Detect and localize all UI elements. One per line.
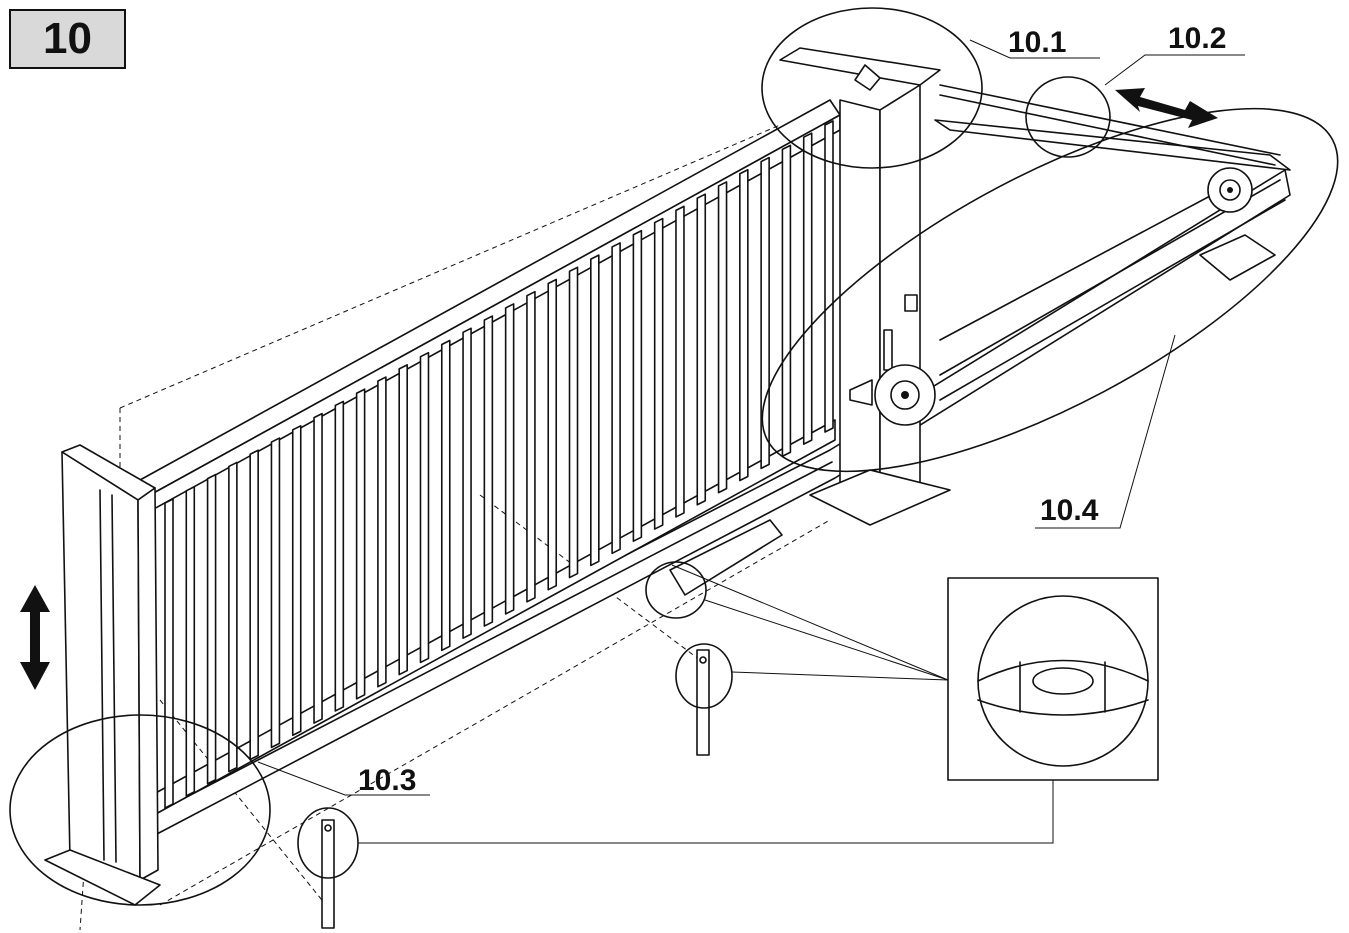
- gate-bar: [653, 217, 664, 530]
- gate-bar: [249, 449, 259, 761]
- gate-bar: [802, 132, 813, 445]
- gate-bar: [462, 327, 472, 639]
- gate-bar: [228, 461, 238, 773]
- step-number-box: 10: [9, 9, 126, 69]
- horizontal-double-arrow-icon: [1115, 88, 1218, 128]
- gate-bar: [185, 486, 196, 797]
- gate-bar: [696, 193, 707, 506]
- gate-leaf: [139, 99, 841, 816]
- gate-bar: [568, 266, 579, 579]
- motor-unit-front: [849, 364, 936, 426]
- gate-bar: [717, 181, 728, 494]
- gate-bar: [291, 425, 302, 737]
- vertical-double-arrow-icon: [20, 585, 50, 690]
- gate-bar: [377, 376, 387, 688]
- gate-bar: [355, 388, 366, 700]
- gate-bar: [419, 351, 430, 664]
- callout-10-2: 10.2: [1168, 22, 1226, 55]
- gate-bar: [526, 290, 536, 603]
- gate-bar: [547, 278, 558, 591]
- callout-10-1: 10.1: [1008, 26, 1066, 59]
- gate-bar: [781, 144, 792, 458]
- step-number: 10: [43, 14, 92, 63]
- gate-bar: [334, 400, 345, 712]
- gate-bar: [313, 412, 323, 724]
- gate-bar: [632, 229, 643, 542]
- gate-bar: [504, 303, 515, 615]
- left-post: [44, 444, 161, 906]
- motor-unit-rear: [1207, 167, 1253, 213]
- callout-10-3: 10.3: [358, 764, 416, 797]
- gate-bar: [760, 156, 770, 470]
- callout-10-4: 10.4: [1040, 494, 1099, 527]
- gate-bars: [164, 120, 834, 809]
- gate-bar: [206, 473, 217, 785]
- gate-bar: [398, 364, 408, 676]
- gate-bar: [739, 168, 749, 482]
- spirit-level-icon: [1032, 667, 1094, 695]
- gate-bar: [440, 339, 451, 652]
- gate-bar: [675, 205, 685, 518]
- gate-bar: [611, 242, 621, 555]
- gate-bar: [483, 315, 494, 627]
- gate-bar: [270, 437, 281, 749]
- leader-lines: [257, 39, 1245, 844]
- detail-circles: [9, 7, 1339, 906]
- gate-bar: [164, 498, 174, 809]
- spirit-level-panel: [947, 577, 1159, 781]
- gate-bar: [590, 254, 600, 567]
- gate-bar: [824, 120, 834, 433]
